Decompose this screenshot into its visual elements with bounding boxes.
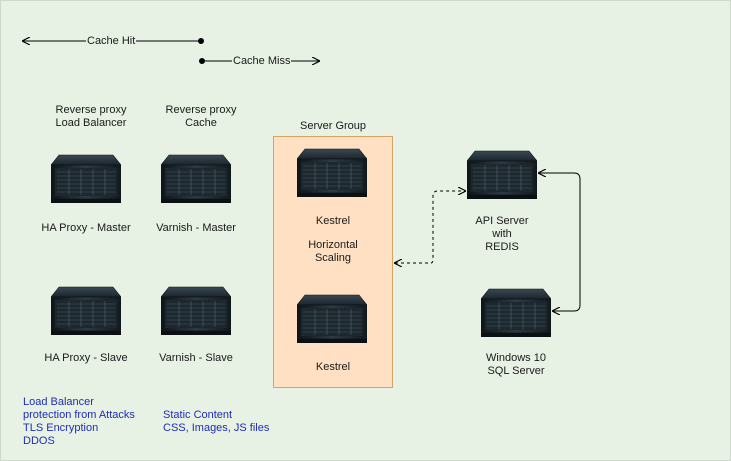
proxy-column-header: Reverse proxy Load Balancer [55, 104, 127, 129]
api-sql-link [539, 173, 581, 311]
cache-hit-origin-dot [198, 38, 204, 44]
ha-proxy-slave-server-icon [51, 283, 121, 337]
api-server-label: API Server with REDIS [475, 215, 529, 253]
static-content-note: Static Content CSS, Images, JS files [163, 409, 270, 434]
api-server-icon [467, 147, 537, 201]
varnish-master-server-icon [161, 151, 231, 205]
varnish-master-label: Varnish - Master [156, 222, 236, 234]
ha-proxy-master-label: HA Proxy - Master [41, 222, 131, 234]
varnish-slave-label: Varnish - Slave [159, 352, 233, 364]
cache-miss-label: Cache Miss [232, 55, 292, 68]
horizontal-scaling-label: Horizontal Scaling [308, 239, 358, 264]
kestrel-1-server-icon [297, 145, 367, 199]
ha-proxy-master-server-icon [51, 151, 121, 205]
kestrel-1-label: Kestrel [315, 215, 351, 227]
sql-server-label: Windows 10 SQL Server [486, 352, 546, 377]
cache-hit-label: Cache Hit [86, 35, 137, 48]
ha-proxy-slave-label: HA Proxy - Slave [44, 352, 128, 364]
server-group-title: Server Group [299, 120, 367, 132]
server-group-api-link [395, 191, 465, 263]
varnish-slave-server-icon [161, 283, 231, 337]
cache-miss-origin-dot [199, 58, 205, 64]
load-balancer-note: Load Balancer protection from Attacks TL… [23, 396, 135, 447]
cache-column-header: Reverse proxy Cache [165, 104, 237, 129]
kestrel-2-server-icon [297, 291, 367, 345]
kestrel-2-label: Kestrel [315, 361, 351, 373]
sql-server-icon [481, 285, 551, 339]
